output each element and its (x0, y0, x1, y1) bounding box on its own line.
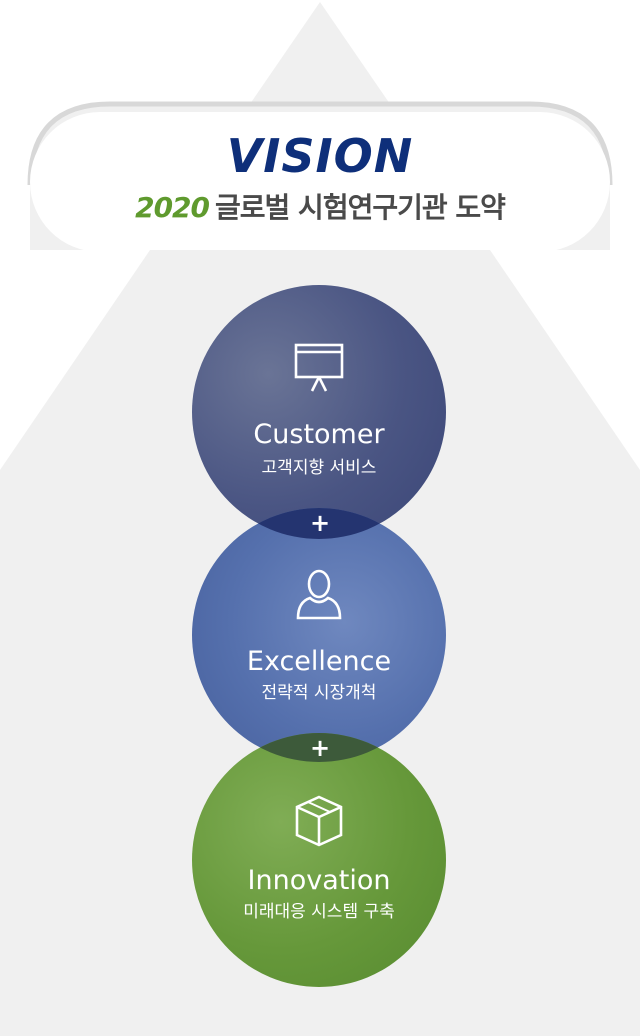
value-title-innovation: Innovation (247, 865, 391, 896)
slogan-year: 2020 (135, 191, 210, 224)
value-subtitle-excellence: 전략적 시장개척 (261, 683, 377, 703)
presentation-board-icon (192, 341, 446, 401)
cube-icon (192, 793, 446, 853)
value-circle-customer: Customer 고객지향 서비스 (192, 285, 446, 539)
value-subtitle-innovation: 미래대응 시스템 구축 (243, 902, 395, 922)
value-subtitle-customer: 고객지향 서비스 (261, 458, 377, 478)
value-title-excellence: Excellence (246, 646, 392, 677)
value-circle-excellence: Excellence 전략적 시장개척 (192, 508, 446, 762)
person-icon (192, 566, 446, 626)
vision-title: VISION (226, 129, 414, 183)
plus-connector-1: + (309, 509, 331, 537)
slogan-text: 글로벌 시험연구기관 도약 (215, 191, 506, 224)
plus-connector-2: + (309, 734, 331, 762)
value-title-customer: Customer (253, 419, 385, 450)
value-circle-innovation: Innovation 미래대응 시스템 구축 (192, 733, 446, 987)
